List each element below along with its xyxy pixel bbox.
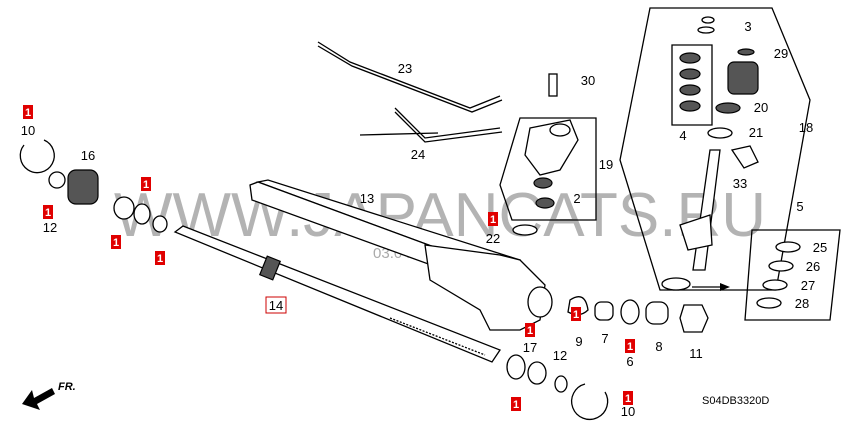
part-number-label: 22	[486, 231, 500, 246]
part-number-label: 9	[575, 334, 582, 349]
svg-text:FR.: FR.	[58, 381, 76, 393]
part-number-label: 12	[553, 348, 567, 363]
part-number-label: 14	[269, 298, 283, 313]
group-outline-5	[744, 229, 841, 321]
part-number-label: 28	[795, 296, 809, 311]
quantity-badge: 1	[111, 235, 121, 249]
svg-text:1: 1	[490, 214, 496, 226]
quantity-badge: 1	[23, 105, 33, 119]
part-number-label: 10	[621, 404, 635, 419]
part-number-label: 3	[744, 19, 751, 34]
part-number-label: 16	[81, 148, 95, 163]
part-number-label: 11	[689, 346, 703, 361]
part-number-label: 20	[754, 100, 768, 115]
part-number-label: 18	[799, 120, 813, 135]
quantity-badge: 1	[155, 251, 165, 265]
part-number-label: 10	[21, 123, 35, 138]
part-number-label: 24	[411, 147, 425, 162]
steering-rack	[173, 225, 501, 363]
svg-text:1: 1	[627, 341, 633, 353]
svg-text:1: 1	[513, 399, 519, 411]
diagram-code: S04DB3320D	[702, 395, 769, 407]
group-outline-4	[671, 44, 713, 126]
part-number-label: 6	[626, 354, 633, 369]
quantity-badge: 1	[43, 205, 53, 219]
part-number-label: 5	[796, 199, 803, 214]
quantity-badge: 1	[525, 323, 535, 337]
part-number-label: 25	[813, 240, 827, 255]
quantity-badge: 1	[141, 177, 151, 191]
part-number-label: 12	[43, 220, 57, 235]
part-number-label: 27	[801, 278, 815, 293]
svg-text:1: 1	[625, 393, 631, 405]
quantity-badge: 1	[511, 397, 521, 411]
part-number-label: 29	[774, 46, 788, 61]
gear-housing	[424, 244, 546, 331]
svg-text:1: 1	[527, 325, 533, 337]
part-number-label: 8	[655, 339, 662, 354]
svg-text:1: 1	[157, 253, 163, 265]
part-number-label: 26	[806, 259, 820, 274]
front-direction-arrow: FR.	[22, 381, 76, 410]
svg-text:1: 1	[573, 309, 579, 321]
part-number-label: 17	[523, 340, 537, 355]
part-number-label: 30	[581, 73, 595, 88]
part-number-label: 23	[398, 61, 412, 76]
svg-text:1: 1	[45, 207, 51, 219]
quantity-badge: 1	[625, 339, 635, 353]
svg-text:1: 1	[113, 237, 119, 249]
svg-text:1: 1	[25, 107, 31, 119]
quantity-badge: 1	[623, 391, 633, 405]
quantity-badge: 1	[488, 212, 498, 226]
part-number-label: 33	[733, 176, 747, 191]
part-number-label: 19	[599, 157, 613, 172]
group-outline-19	[499, 117, 597, 221]
part-number-label: 4	[679, 128, 686, 143]
quantity-badge: 1	[571, 307, 581, 321]
svg-text:1: 1	[143, 179, 149, 191]
part-number-label: 2	[573, 191, 580, 206]
part-number-label: 13	[360, 191, 374, 206]
part-number-label: 21	[749, 125, 763, 140]
part-number-label: 7	[601, 331, 608, 346]
